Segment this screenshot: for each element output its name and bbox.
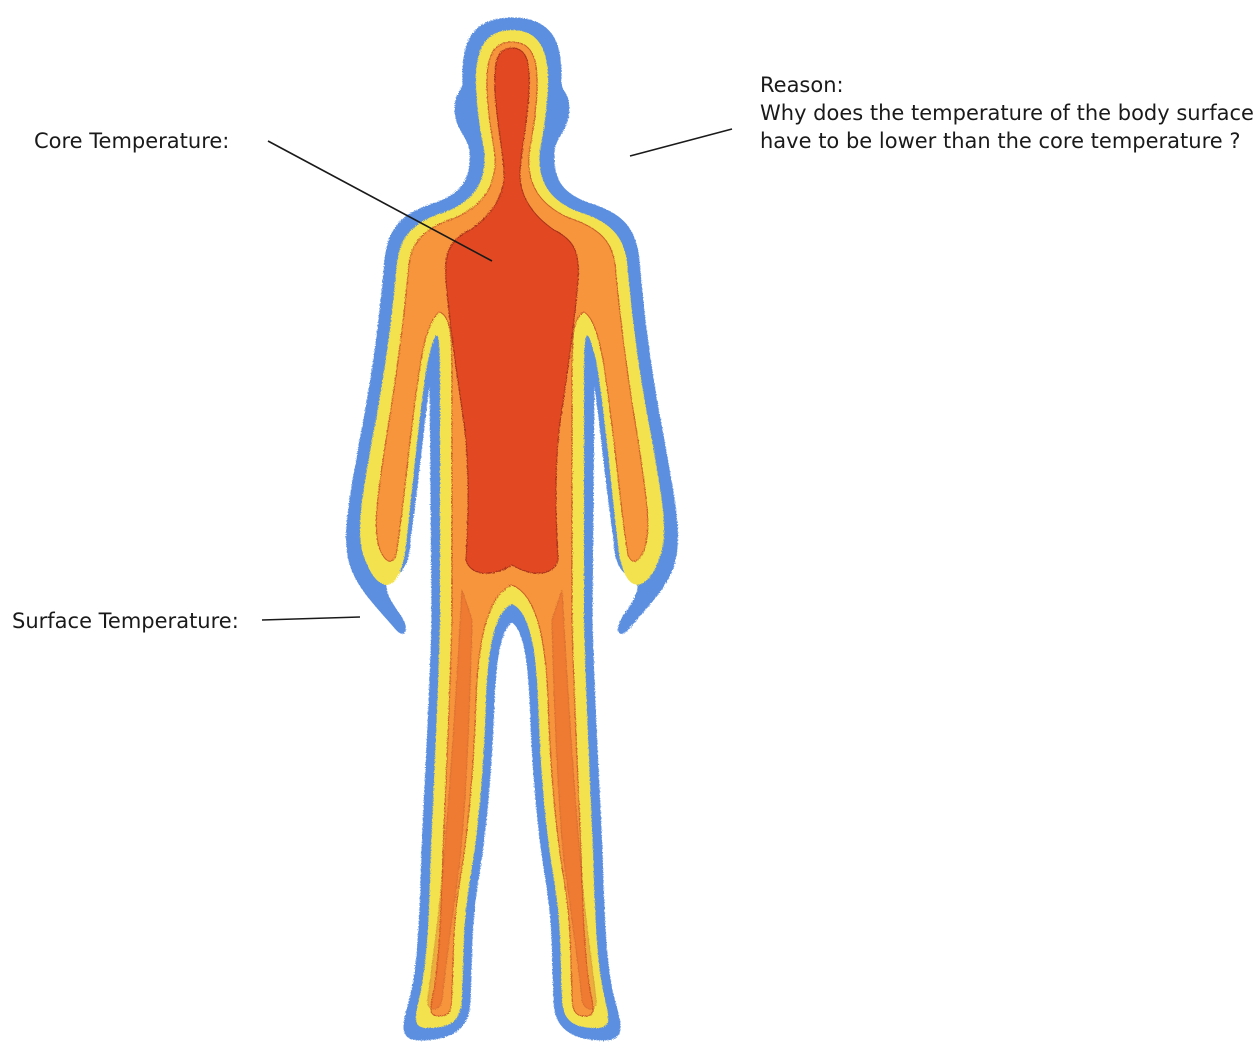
body-silhouette	[347, 18, 678, 1040]
reason-block: Reason: Why does the temperature of the …	[760, 71, 1254, 155]
reason-question-line-1: Why does the temperature of the body sur…	[760, 99, 1254, 127]
reason-title: Reason:	[760, 71, 1254, 99]
reason-leader-line	[630, 129, 732, 156]
core-temperature-label: Core Temperature:	[34, 127, 229, 155]
reason-question-line-2: have to be lower than the core temperatu…	[760, 127, 1254, 155]
surface-leader-line	[262, 617, 360, 620]
surface-temperature-label: Surface Temperature:	[12, 607, 239, 635]
